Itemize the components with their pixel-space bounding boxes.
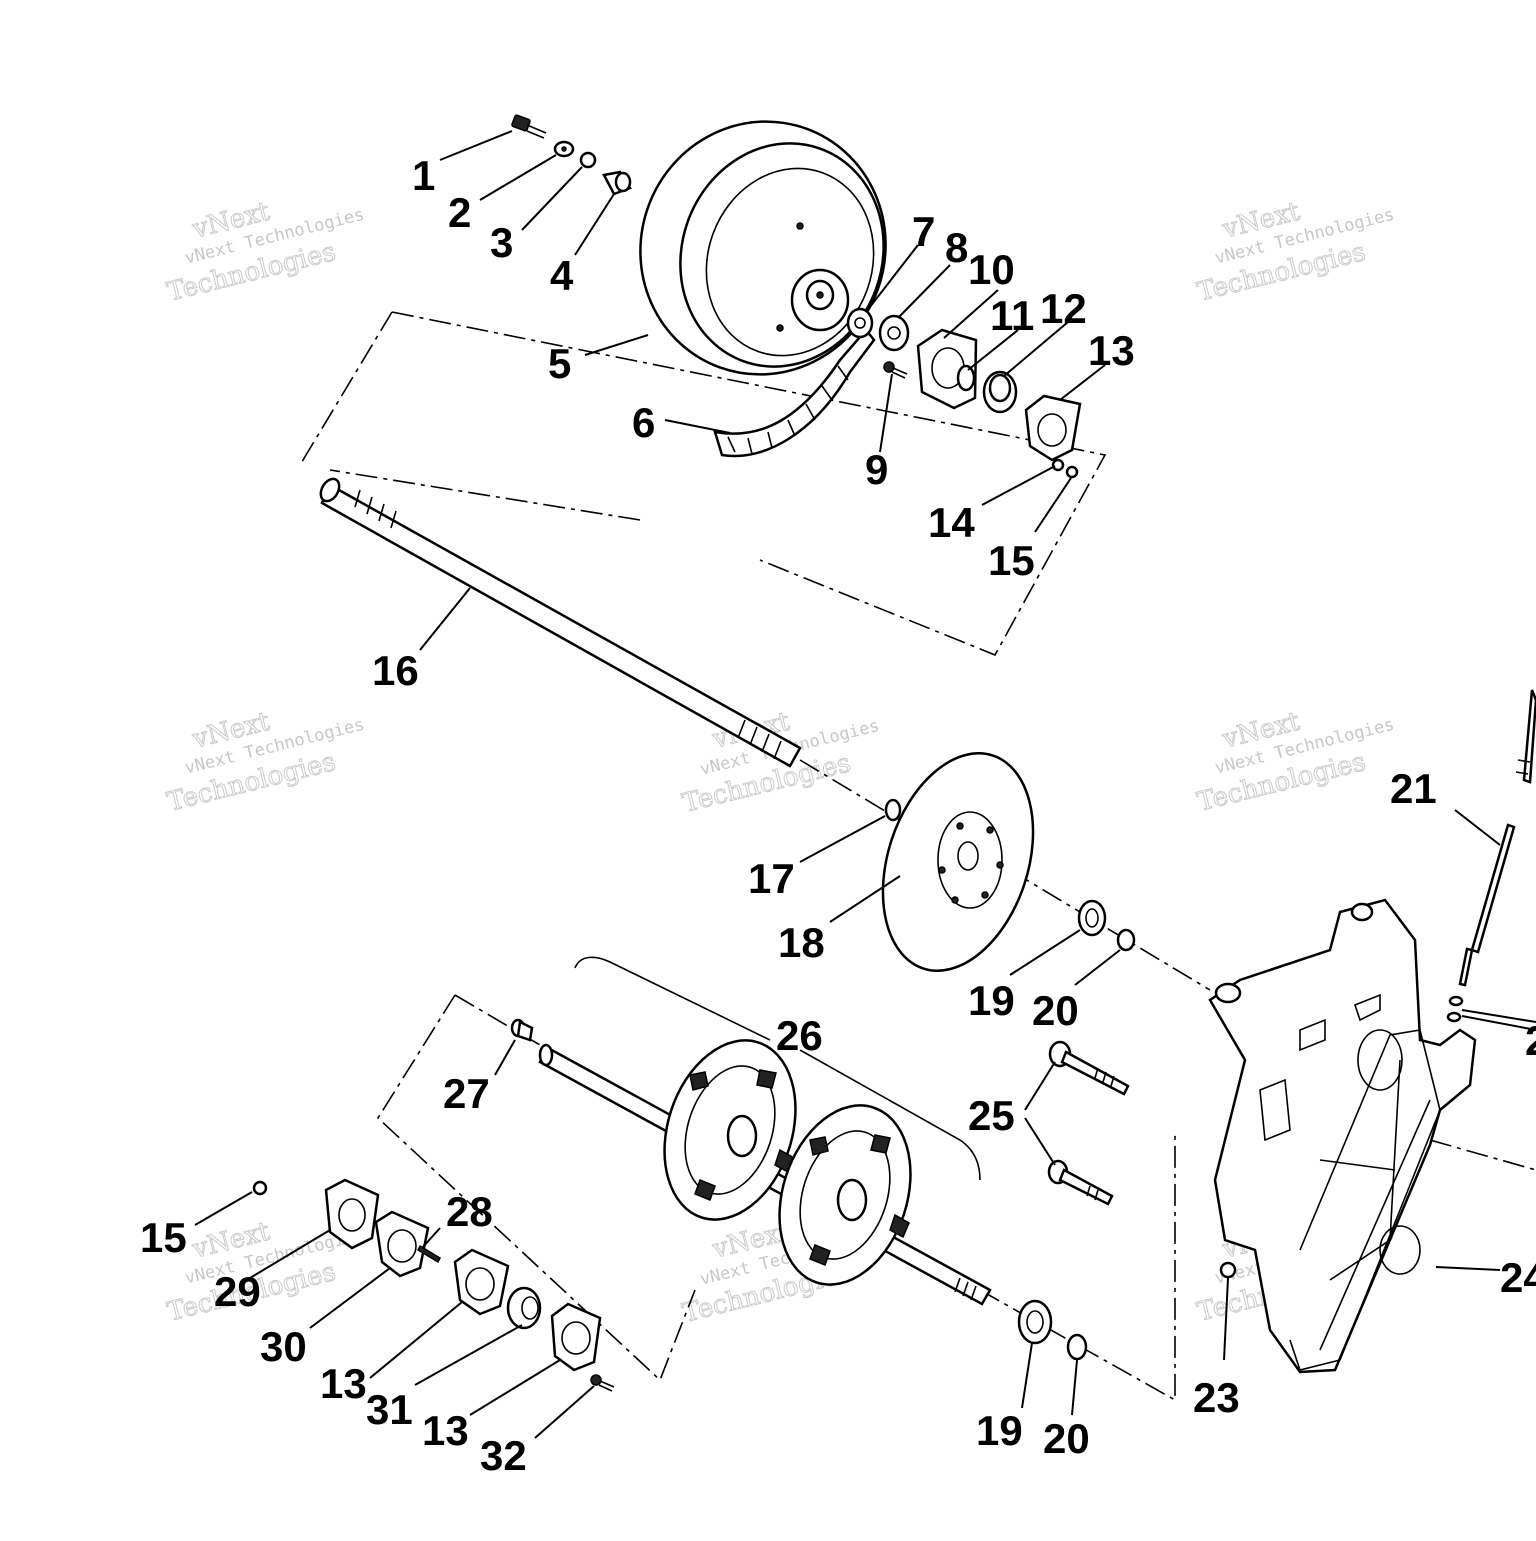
sprocket-left	[663, 1039, 797, 1221]
chaincase-housing	[1208, 898, 1477, 1374]
callout-1: 1	[412, 152, 435, 199]
callout-24: 24	[1500, 1254, 1536, 1301]
o-ring-part-20-upper	[1116, 928, 1136, 952]
bolt-part-25-upper	[1048, 1040, 1130, 1096]
watermark-middle-right: vNext vNext Technologies Technologies	[1194, 706, 1397, 818]
callout-20-lower: 20	[1043, 1415, 1090, 1462]
callout-15-top: 15	[988, 537, 1035, 584]
watermark-middle-left: vNext vNext Technologies Technologies	[164, 706, 367, 818]
cable-part-21	[1458, 689, 1536, 987]
flange-bore-13-top	[1037, 413, 1067, 447]
bolt-part-32	[590, 1374, 615, 1392]
watermark-top-right: vNext vNext Technologies Technologies	[1194, 196, 1397, 308]
bracket-26	[574, 956, 981, 1181]
ring-part-11	[956, 364, 976, 392]
pulley-part-5	[639, 120, 887, 376]
callout-23: 23	[1193, 1374, 1240, 1421]
callout-32: 32	[480, 1432, 527, 1479]
washer-part-14	[1051, 458, 1065, 472]
brake-disc-part-18	[881, 752, 1035, 972]
callout-19-upper: 19	[968, 977, 1015, 1024]
callout-29: 29	[214, 1268, 261, 1315]
bearing-bore-19-lower	[1026, 1310, 1044, 1334]
callout-8: 8	[945, 224, 968, 271]
callout-3: 3	[490, 219, 513, 266]
flange-part-29	[324, 1178, 380, 1250]
callout-15-lower: 15	[140, 1214, 187, 1261]
bolt-part-25-lower	[1047, 1159, 1114, 1206]
watermark-top-left: vNext vNext Technologies Technologies	[164, 196, 367, 308]
washer-hole-8	[887, 326, 901, 340]
pin-part-28	[417, 1244, 441, 1264]
callout-7: 7	[912, 208, 935, 255]
washer-hole-7	[854, 317, 866, 329]
callout-27: 27	[443, 1070, 490, 1117]
leader-lines	[194, 130, 1536, 1439]
callout-labels: 1 2 3 4 5 6 7 8 9 10 11 12 13 14 15 16 1…	[140, 152, 1536, 1479]
callout-12: 12	[1040, 285, 1087, 332]
o-ring-part-20-lower	[1066, 1333, 1088, 1361]
callout-11: 11	[990, 292, 1034, 339]
callout-4: 4	[550, 252, 574, 299]
nut-part-23	[1219, 1261, 1237, 1279]
callout-13-lower-b: 13	[422, 1407, 469, 1454]
bearing-part-19-lower	[1017, 1299, 1053, 1345]
washer-hole-2	[561, 146, 567, 152]
bolt-part-9	[883, 361, 908, 379]
callout-9: 9	[865, 446, 888, 493]
gasket-part-30	[374, 1210, 430, 1278]
nut-part-15-lower	[252, 1180, 268, 1196]
callout-22: 22	[1525, 1017, 1536, 1064]
clip-part-22b	[1446, 1011, 1462, 1023]
shaft-axis-line	[799, 759, 1211, 991]
snap-ring-part-17	[884, 798, 902, 822]
bolt-part-1	[511, 114, 547, 139]
bearing-part-31	[506, 1286, 542, 1330]
callout-14: 14	[928, 499, 975, 546]
callout-2: 2	[448, 189, 471, 236]
callout-17: 17	[748, 855, 795, 902]
upper-assembly-boundary	[299, 311, 1107, 657]
washer-part-8	[878, 314, 910, 352]
callout-13-top: 13	[1088, 327, 1135, 374]
callout-18: 18	[778, 919, 825, 966]
callout-21: 21	[1390, 765, 1437, 812]
flange-part-13-top	[1024, 394, 1082, 462]
washer-part-7	[846, 307, 874, 339]
chain-part-6	[713, 328, 876, 458]
clip-part-22	[1448, 995, 1464, 1007]
callout-26: 26	[776, 1012, 823, 1059]
callout-13-lower-a: 13	[320, 1360, 367, 1407]
callout-10: 10	[968, 246, 1015, 293]
callout-19-lower: 19	[976, 1407, 1023, 1454]
bearing-bore-19-upper	[1085, 908, 1099, 928]
lower-axis-line	[979, 1135, 1536, 1402]
nut-part-15-top	[1065, 465, 1079, 479]
callout-6: 6	[632, 399, 655, 446]
plug-part-27	[510, 1018, 534, 1042]
callout-5: 5	[548, 340, 571, 387]
washer-part-3	[579, 151, 597, 169]
bearing-part-19-upper	[1077, 899, 1107, 937]
flange-part-13-lower-b	[550, 1302, 602, 1372]
shaft-part-16	[319, 477, 802, 768]
callout-30: 30	[260, 1323, 307, 1370]
bearing-part-12	[982, 370, 1018, 414]
callout-31: 31	[366, 1386, 413, 1433]
flange-part-13-lower-a	[453, 1248, 510, 1316]
spacer-part-4	[602, 170, 632, 196]
callout-28: 28	[446, 1188, 493, 1235]
sprocket-right	[778, 1104, 912, 1286]
callout-16: 16	[372, 647, 419, 694]
callout-20-upper: 20	[1032, 987, 1079, 1034]
drive-shaft-part-26	[538, 1039, 992, 1306]
callout-25: 25	[968, 1092, 1015, 1139]
